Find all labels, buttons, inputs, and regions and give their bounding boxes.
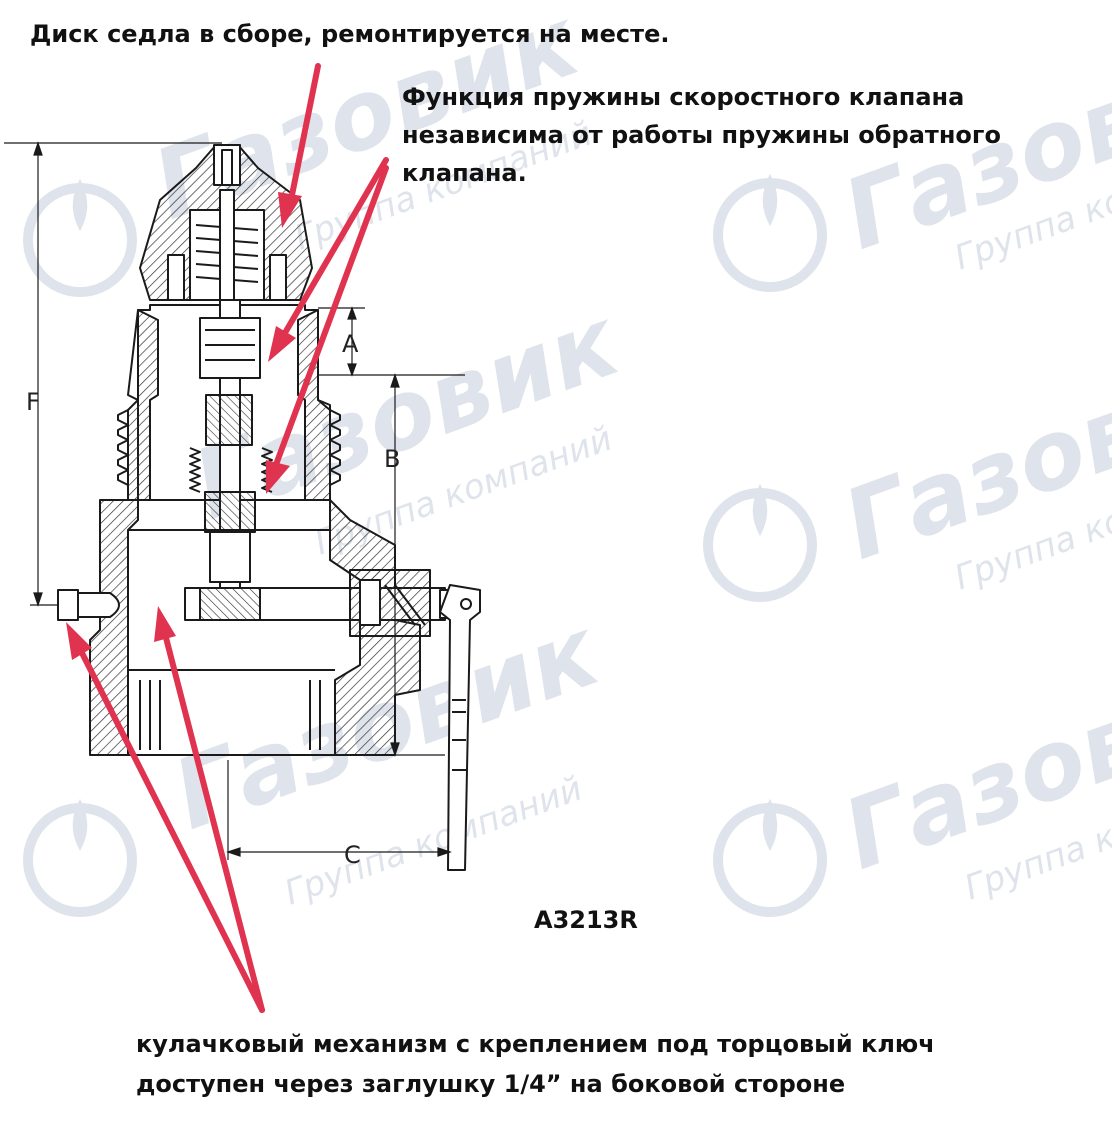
spring-caption-line: независима от работы пружины обратного xyxy=(402,121,1001,149)
arrow-spring-lower xyxy=(266,165,389,494)
cam-caption-line: доступен через заглушку 1/4” на боковой … xyxy=(136,1070,846,1098)
dimension-label-f: F xyxy=(26,388,40,416)
watermark-logo-icon xyxy=(23,178,137,297)
dimension-label-c: C xyxy=(344,841,361,869)
model-number: A3213R xyxy=(534,906,638,934)
arrow-seat-disc xyxy=(278,63,321,228)
watermark-logo-icon xyxy=(703,483,817,602)
dimension-lines xyxy=(4,141,465,860)
dimension-label-b: B xyxy=(384,445,401,473)
cam-shaft xyxy=(184,569,461,637)
dimension-label-a: A xyxy=(342,330,359,358)
valve-body-upper xyxy=(117,304,341,501)
callout-arrows xyxy=(66,63,389,1013)
watermark-logo-icon xyxy=(713,173,827,292)
watermark-logo-icon xyxy=(713,798,827,917)
cam-mechanism-caption: кулачковый механизм с креплением под тор… xyxy=(136,1024,935,1104)
spring-caption-line: Функция пружины скоростного клапана xyxy=(402,83,965,111)
seat-disc-assembly xyxy=(139,144,313,311)
spindle-and-springs xyxy=(189,299,273,601)
arrow-spring-upper xyxy=(268,157,389,362)
spring-caption-line: клапана. xyxy=(402,159,527,187)
arrow-cam-side-plug xyxy=(66,622,265,1013)
wrench-handle xyxy=(439,584,481,871)
spring-function-caption: Функция пружины скоростного клапана неза… xyxy=(402,78,1001,192)
cam-caption-line: кулачковый механизм с креплением под тор… xyxy=(136,1030,935,1058)
seat-disc-caption: Диск седла в сборе, ремонтируется на мес… xyxy=(30,20,670,48)
watermark-logo-icon xyxy=(23,798,137,917)
arrow-cam-internal xyxy=(154,606,265,1013)
side-plug xyxy=(57,589,120,621)
